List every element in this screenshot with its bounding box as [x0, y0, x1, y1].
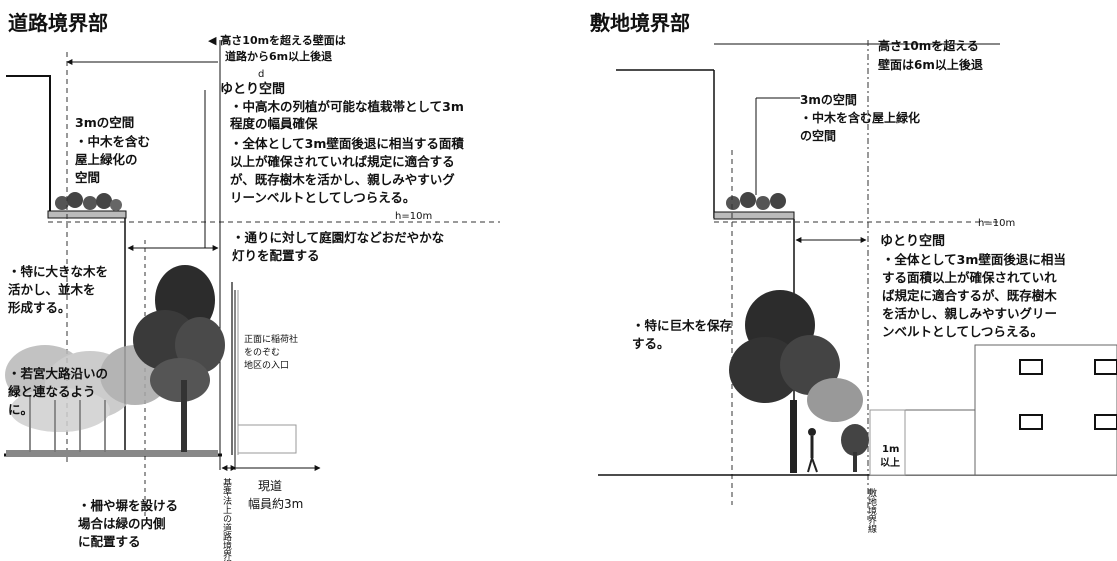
left-height-note: ◀ 高さ10mを超える壁面は 道路から6m以上後退	[208, 33, 350, 63]
right-large-tree	[729, 290, 863, 473]
right-h-label: h=10m	[978, 218, 1015, 229]
left-yutori-lines: ・中高木の列植が可能な植栽帯として3m 程度の幅員確保 ・全体として3m壁面後退…	[230, 99, 468, 205]
left-boundary-label: 基準法上の道路境界線	[221, 477, 232, 561]
right-panel: 敷地境界部	[590, 11, 1117, 533]
left-sidewalk	[6, 450, 218, 456]
left-space-3m: 3mの空間 ・中木を含む 屋上緑化の 空間	[75, 115, 154, 185]
left-wakamiya-note: ・若宮大路沿いの 緑と連なるよう に。	[8, 366, 112, 417]
left-road-width: 現道 幅員約3m	[248, 479, 303, 511]
right-person-figure	[807, 428, 818, 473]
right-space-3m: 3mの空間 ・中木を含む屋上緑化 の空間	[800, 92, 924, 143]
left-h-label: h=10m	[395, 211, 432, 222]
left-d-label: d	[258, 69, 264, 80]
left-fence-note: ・柵や塀を設ける 場合は緑の内側 に配置する	[78, 498, 182, 549]
right-title: 敷地境界部	[590, 11, 690, 35]
left-title: 道路境界部	[8, 11, 108, 35]
right-neighbour-house	[869, 344, 1117, 476]
right-1m-label: 1m 以上	[880, 444, 903, 469]
left-rooftop-shrubs	[55, 192, 122, 211]
left-bigtree-note: ・特に大きな木を 活かし、並木を 形成する。	[8, 264, 112, 315]
left-shrine-note: 正面に稲荷社 をのぞむ 地区の入口	[244, 333, 301, 371]
right-rooftop-shrubs	[726, 192, 786, 210]
left-large-tree	[133, 265, 225, 452]
right-boundary-label: 敷地境界線	[866, 487, 877, 533]
right-small-tree	[841, 424, 869, 472]
left-yutori-title: ゆとり空間	[220, 81, 285, 97]
left-roof-plate	[47, 210, 127, 219]
right-yutori-lines: ・全体として3m壁面後退に相当 する面積以上が確保されていれ ば規定に適合するが…	[882, 252, 1070, 339]
right-bigtree-note: ・特に巨木を保存 する。	[632, 318, 736, 351]
left-panel: 道路境界部	[4, 11, 500, 561]
left-lighting-note: ・通りに対して庭園灯などおだやかな 灯りを配置する	[232, 230, 449, 263]
left-far-building	[237, 424, 297, 454]
right-roof-plate	[713, 211, 795, 220]
right-height-note: 高さ10mを超える 壁面は6m以上後退	[878, 38, 983, 72]
left-avenue-trees	[5, 345, 170, 452]
right-yutori-title: ゆとり空間	[880, 233, 945, 249]
